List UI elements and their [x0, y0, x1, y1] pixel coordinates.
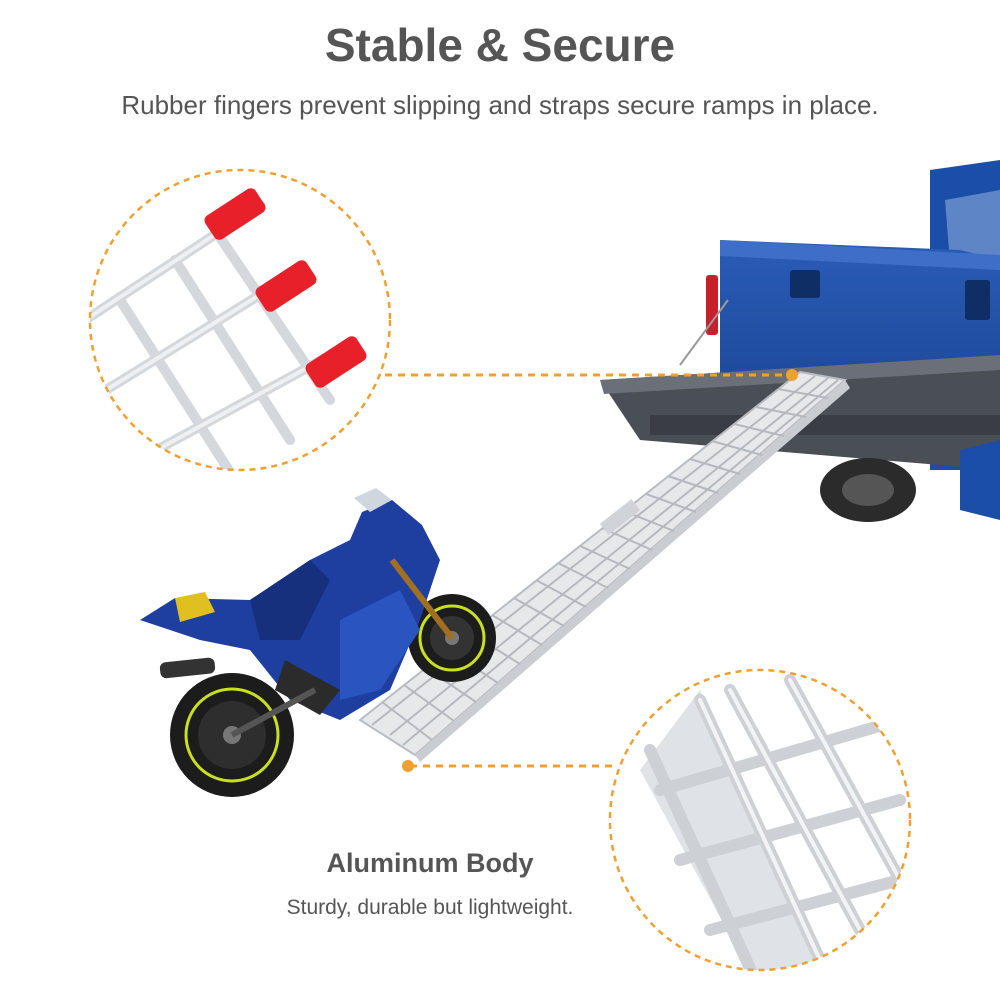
callout-connectors	[385, 369, 798, 772]
aluminum-body-detail	[608, 668, 912, 972]
motorcycle	[140, 488, 496, 797]
aluminum-body-text: Sturdy, durable but lightweight.	[286, 896, 574, 919]
aluminum-body-title: Aluminum Body	[326, 848, 534, 878]
page-title: Stable & Secure	[324, 19, 676, 71]
pickup-truck	[600, 160, 1000, 522]
page-subtitle: Rubber fingers prevent slipping and stra…	[121, 90, 879, 120]
rubber-fingers-detail	[88, 168, 392, 472]
